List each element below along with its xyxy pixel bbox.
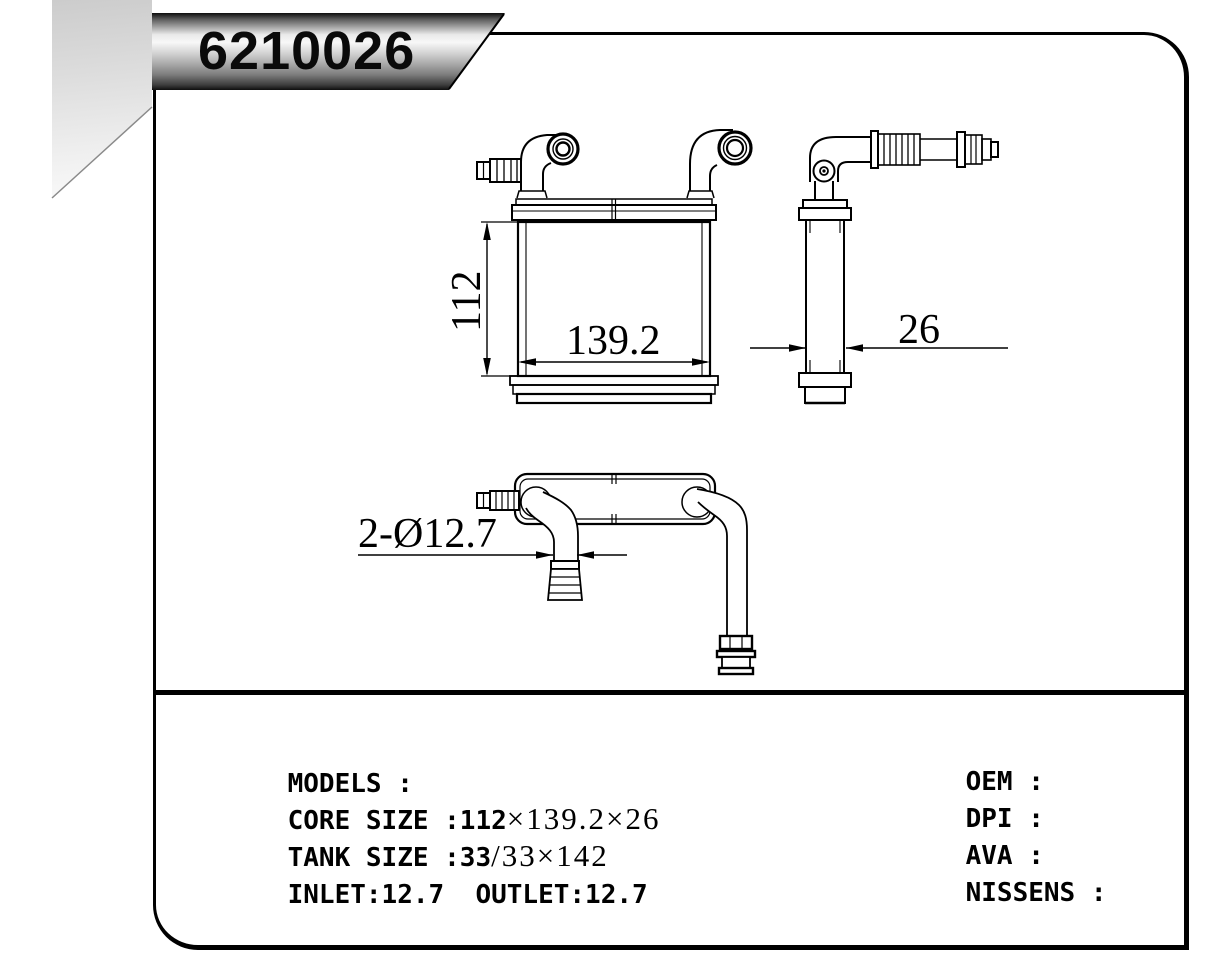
spec-nissens-label: NISSENS : xyxy=(965,878,1107,908)
part-number: 6210026 xyxy=(198,21,416,81)
spec-tank-size-label: TANK SIZE :33 xyxy=(287,843,492,873)
spec-row-tank-size: TANK SIZE :33/33×142 xyxy=(287,838,609,873)
part-number-banner: 6210026 xyxy=(152,13,505,90)
spec-row-core-size: CORE SIZE :112×139.2×26 xyxy=(287,801,661,836)
spec-row-ava: AVA : xyxy=(903,811,1044,901)
spec-dpi-label: DPI : xyxy=(965,804,1044,834)
spec-inlet-outlet-label: INLET:12.7 OUTLET:12.7 xyxy=(287,880,648,910)
spec-row-inlet-outlet: INLET:12.7 OUTLET:12.7 xyxy=(225,848,648,940)
spec-table-divider-line xyxy=(156,690,1186,695)
spec-row-models: MODELS : xyxy=(225,737,413,829)
spec-row-nissens: NISSENS : xyxy=(903,848,1107,938)
spec-row-dpi: DPI : xyxy=(903,774,1044,864)
spec-models-label: MODELS : xyxy=(287,769,413,799)
drawing-sheet-border xyxy=(153,32,1189,950)
spec-row-oem: OEM : xyxy=(903,737,1044,827)
spec-core-size-label: CORE SIZE :112 xyxy=(287,806,507,836)
spec-ava-label: AVA : xyxy=(965,841,1044,871)
page-corner-fold xyxy=(52,0,152,198)
spec-oem-label: OEM : xyxy=(965,767,1044,797)
